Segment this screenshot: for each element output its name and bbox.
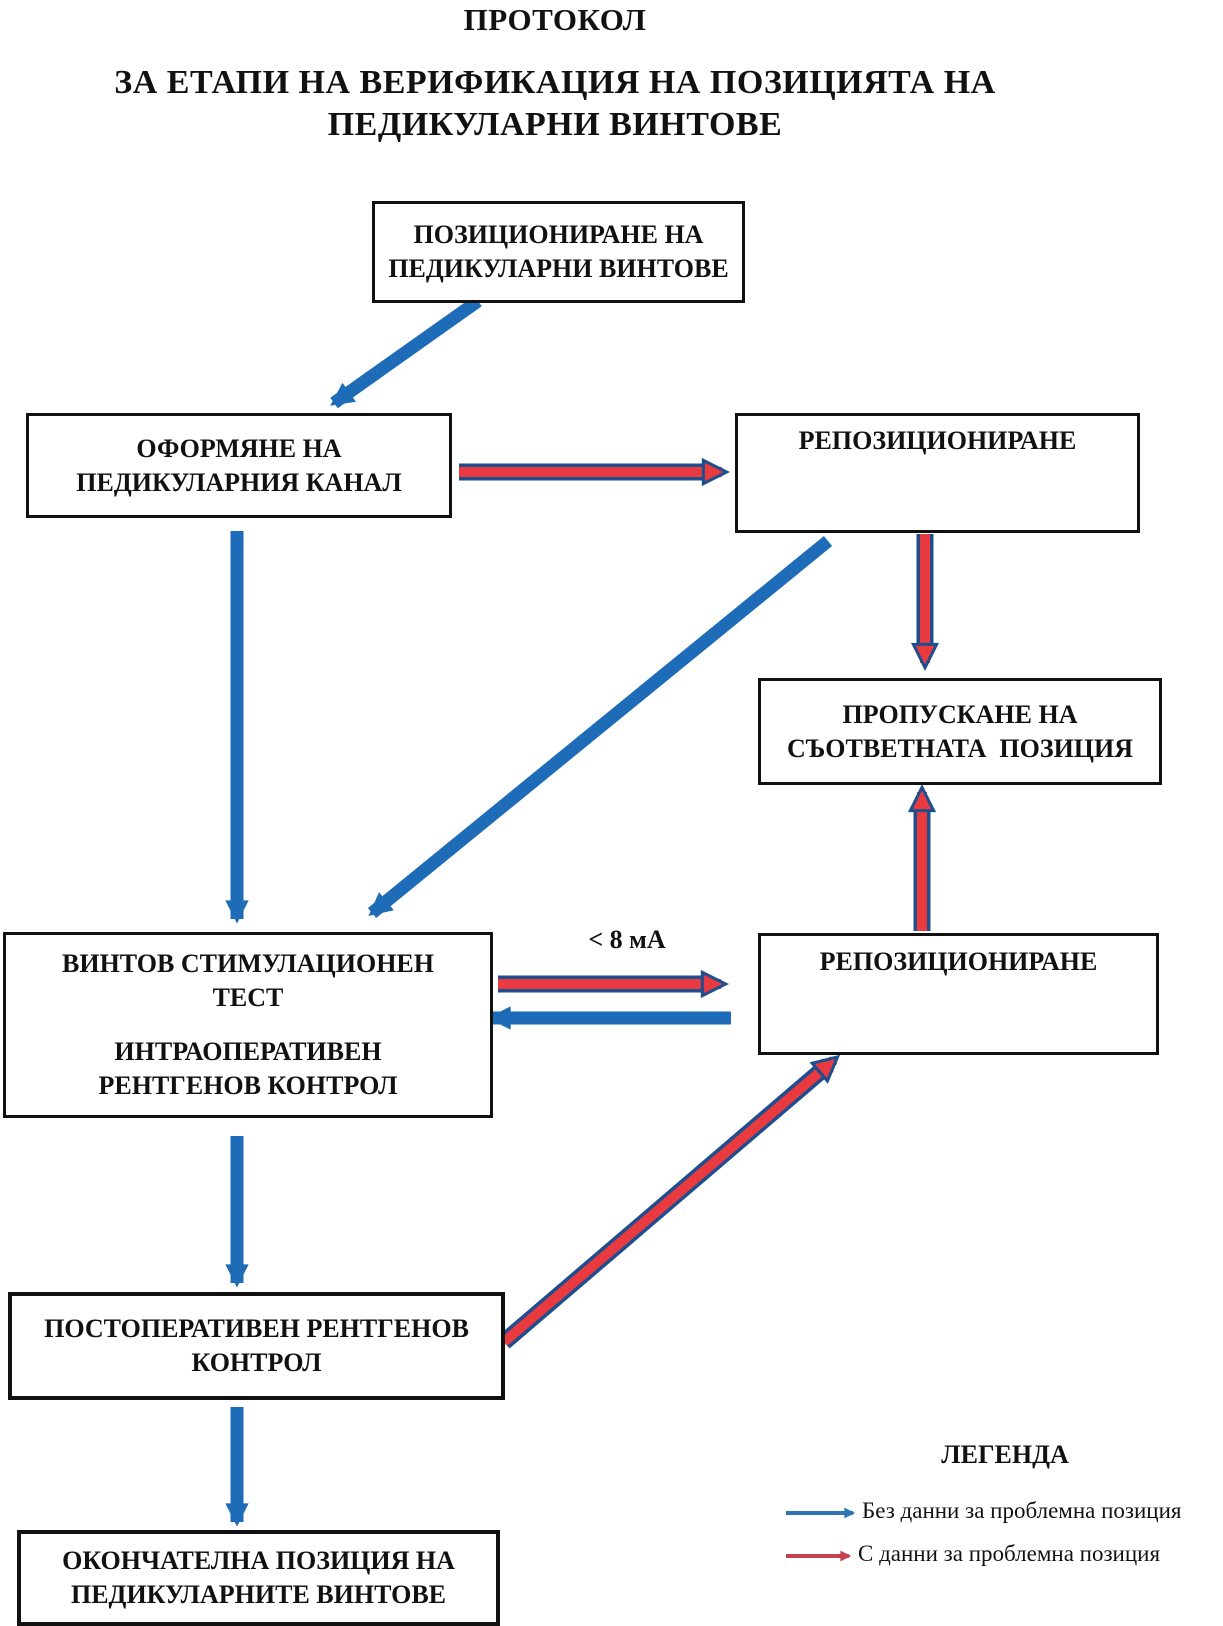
box-paragraph: ИНТРАОПЕРАТИВЕН РЕНТГЕНОВ КОНТРОЛ <box>99 1035 398 1103</box>
box-skip-position: ПРОПУСКАНЕ НА СЪОТВЕТНАТА ПОЗИЦИЯ <box>758 678 1162 785</box>
box-label-line: РЕПОЗИЦИОНИРАНЕ <box>798 426 1077 455</box>
box-label-line: ПОЗИЦИОНИРАНЕ НА <box>413 220 704 249</box>
page-subtitle: ЗА ЕТАПИ НА ВЕРИФИКАЦИЯ НА ПОЗИЦИЯТА НА … <box>0 62 1110 146</box>
box-label-line: ПОСТОПЕРАТИВЕН РЕНТГЕНОВ <box>44 1314 469 1343</box>
box-label-line: ПЕДИКУЛАРНИЯ КАНАЛ <box>76 467 402 497</box>
box-label-line: ОКОНЧАТЕЛНА ПОЗИЦИЯ НА <box>62 1546 455 1575</box>
page-title: ПРОТОКОЛ ЗА ЕТАПИ НА ВЕРИФИКАЦИЯ НА ПОЗИ… <box>0 2 1110 146</box>
box-final-position: ОКОНЧАТЕЛНА ПОЗИЦИЯ НА ПЕДИКУЛАРНИТЕ ВИН… <box>17 1530 500 1626</box>
box-stimulation-test: ВИНТОВ СТИМУЛАЦИОНЕН ТЕСТ ИНТРАОПЕРАТИВЕ… <box>3 932 493 1118</box>
arrow-blue-repositioning-top-to-stimulation-test <box>367 535 833 919</box>
current-threshold-label: < 8 мА <box>588 925 666 954</box>
box-label-line: РЕНТГЕНОВ КОНТРОЛ <box>98 1071 398 1100</box>
arrow-shaft <box>500 1060 834 1346</box>
arrow-shaft <box>367 535 833 919</box>
box-postop-control: ПОСТОПЕРАТИВЕН РЕНТГЕНОВ КОНТРОЛ <box>8 1292 505 1400</box>
box-repositioning-top: РЕПОЗИЦИОНИРАНЕ <box>735 413 1140 533</box>
page-title-line: ПРОТОКОЛ <box>463 2 647 37</box>
arrow-shaft <box>330 295 482 409</box>
box-label-line: ПЕДИКУЛАРНИ ВИНТОВЕ <box>388 254 729 283</box>
box-label-line: ОФОРМЯНЕ НА <box>136 433 342 463</box>
box-label-line: ПЕДИКУЛАРНИТЕ ВИНТОВЕ <box>70 1580 447 1609</box>
box-label-line: ВИНТОВ СТИМУЛАЦИОНЕН <box>62 949 434 978</box>
legend-item-problem-label: С данни за проблемна позиция <box>858 1541 1161 1566</box>
legend-title: ЛЕГЕНДА <box>941 1440 1069 1469</box>
box-label-line: СЪОТВЕТНАТА ПОЗИЦИЯ <box>786 733 1134 763</box>
box-label-line: ПРОПУСКАНЕ НА <box>842 699 1078 729</box>
page-title-line: ЗА ЕТАПИ НА ВЕРИФИКАЦИЯ НА ПОЗИЦИЯТА НА <box>114 64 996 101</box>
box-canal-forming: ОФОРМЯНЕ НА ПЕДИКУЛАРНИЯ КАНАЛ <box>26 413 452 518</box>
page-title-line: ПЕДИКУЛАРНИ ВИНТОВЕ <box>327 106 783 143</box>
box-label-line: РЕПОЗИЦИОНИРАНЕ <box>819 947 1098 976</box>
box-paragraph: ВИНТОВ СТИМУЛАЦИОНЕН ТЕСТ <box>62 947 434 1015</box>
legend-item-no-problem-label: Без данни за проблемна позиция <box>862 1498 1182 1523</box>
box-label-line: КОНТРОЛ <box>191 1348 322 1377</box>
box-repositioning-mid: РЕПОЗИЦИОНИРАНЕ <box>758 933 1159 1055</box>
box-label-line: ИНТРАОПЕРАТИВЕН <box>114 1037 382 1066</box>
box-label-line: ТЕСТ <box>212 983 284 1012</box>
arrow-red-postop-to-repositioning-mid <box>498 1060 834 1349</box>
arrow-blue-positioning-to-canal <box>330 295 482 409</box>
box-positioning: ПОЗИЦИОНИРАНЕ НА ПЕДИКУЛАРНИ ВИНТОВЕ <box>372 201 745 303</box>
